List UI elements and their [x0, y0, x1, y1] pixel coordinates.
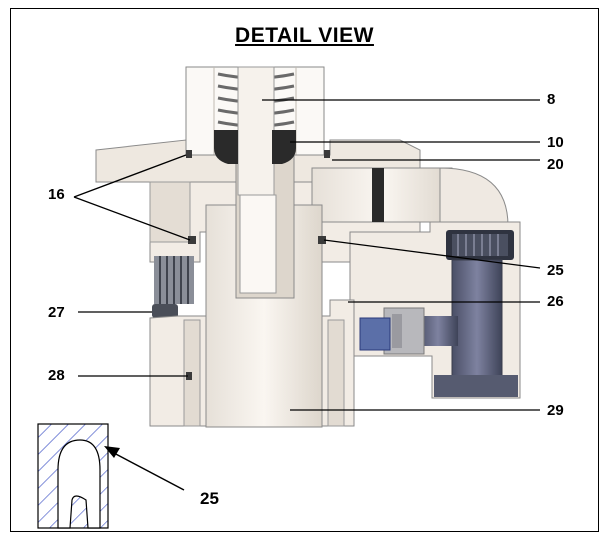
piston — [205, 66, 323, 428]
callout-28: 28 — [48, 367, 65, 384]
callout-20: 20 — [547, 156, 564, 173]
callout-25: 25 — [547, 262, 564, 279]
inset-detail — [37, 423, 185, 529]
callout-29: 29 — [547, 402, 564, 419]
drawing-title: DETAIL VIEW — [235, 24, 374, 47]
valve-housing — [349, 221, 521, 399]
callout-27: 27 — [48, 304, 65, 321]
callout-8: 8 — [547, 91, 556, 108]
elbow-pipe — [311, 167, 509, 227]
callout-16: 16 — [48, 186, 65, 203]
o-rings — [186, 150, 330, 380]
callout-25-inset: 25 — [200, 489, 219, 508]
callout-10: 10 — [547, 134, 564, 151]
seal-ring — [214, 130, 296, 164]
callout-26: 26 — [547, 293, 564, 310]
leader-lines — [73, 99, 541, 411]
